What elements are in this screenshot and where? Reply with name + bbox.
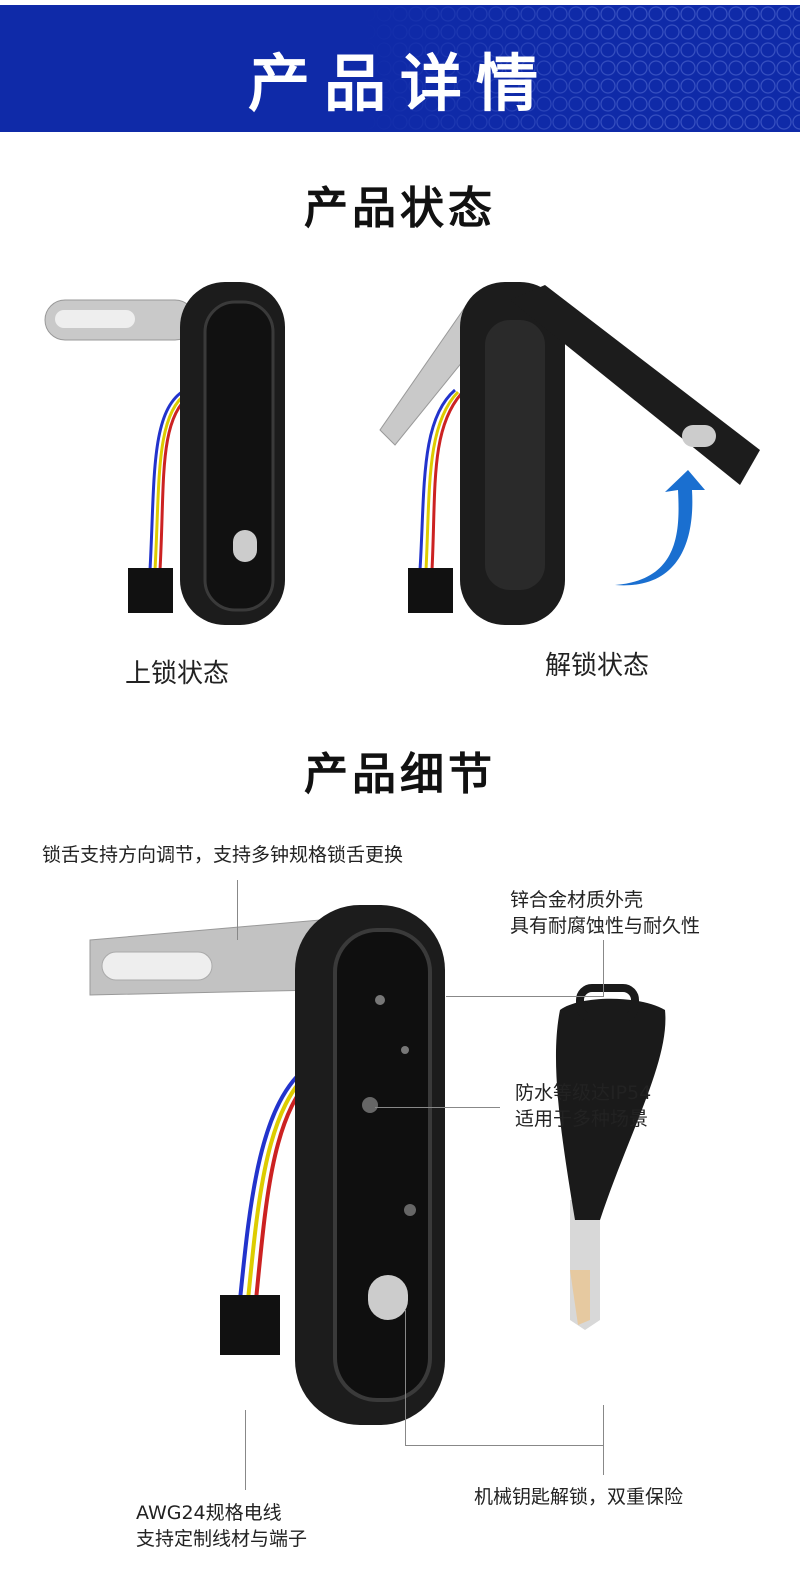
header-banner: 产品详情 xyxy=(0,5,800,132)
callout-key: 机械钥匙解锁，双重保险 xyxy=(474,1486,684,1508)
unlocked-lock-image xyxy=(379,282,760,625)
callout-waterproof-1: 防水等级达IP54 xyxy=(515,1082,652,1104)
detail-section-title: 产品细节 xyxy=(304,749,496,800)
callout-waterproof-2: 适用于多种场景 xyxy=(515,1108,649,1130)
detail-lock-image xyxy=(89,905,666,1425)
locked-label: 上锁状态 xyxy=(125,659,230,689)
callout-shell-2: 具有耐腐蚀性与耐久性 xyxy=(510,915,701,937)
banner-title: 产品详情 xyxy=(247,47,552,120)
locked-lock-image xyxy=(44,282,285,625)
callout-shell-1: 锌合金材质外壳 xyxy=(510,889,644,911)
hex-pattern xyxy=(360,5,800,132)
callout-wire-2: 支持定制线材与端子 xyxy=(136,1528,308,1550)
callout-wire-1: AWG24规格电线 xyxy=(136,1502,282,1524)
unlocked-label: 解锁状态 xyxy=(545,651,650,681)
callout-tongue: 锁舌支持方向调节，支持多钟规格锁舌更换 xyxy=(42,844,404,866)
status-section-title: 产品状态 xyxy=(304,183,496,234)
arrow-up-icon xyxy=(615,470,705,586)
